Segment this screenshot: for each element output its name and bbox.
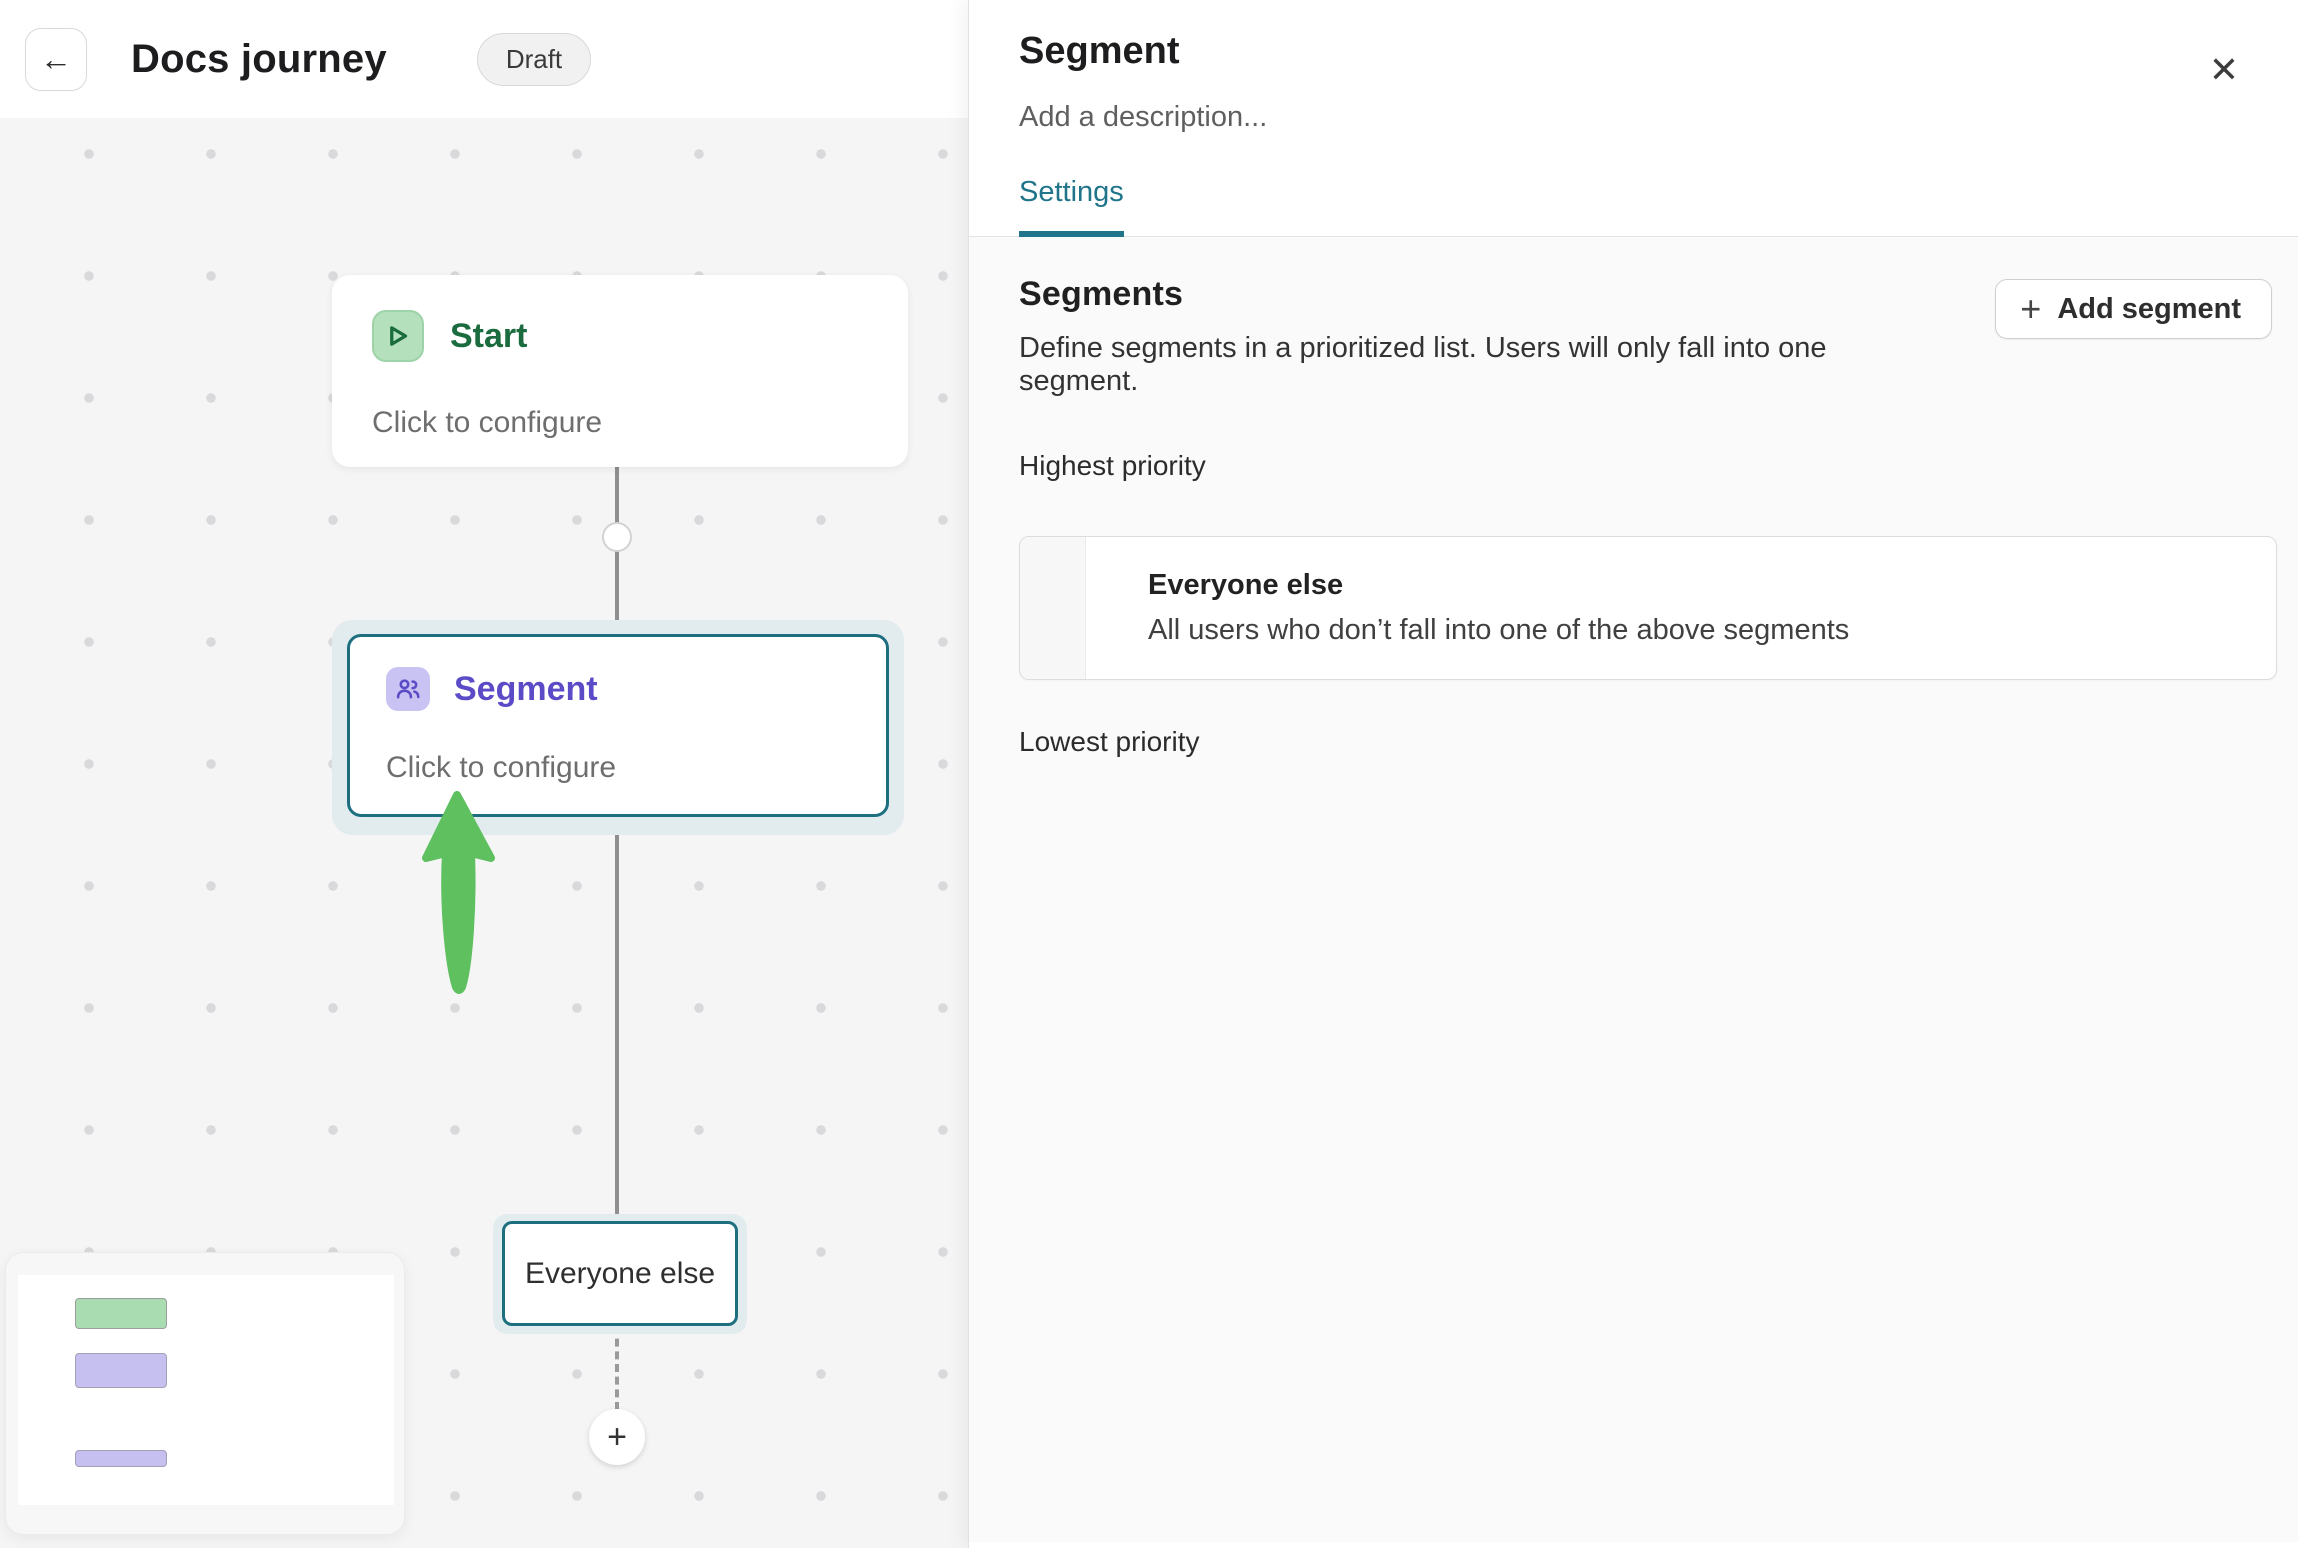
connector-dashed-exit bbox=[615, 1326, 619, 1410]
panel-title: Segment bbox=[1019, 30, 1180, 72]
everyone-else-node[interactable]: Everyone else bbox=[502, 1221, 738, 1326]
add-segment-button[interactable]: + Add segment bbox=[1995, 279, 2272, 339]
journey-header: ← Docs journey Draft bbox=[0, 0, 968, 118]
minimap-segment-node bbox=[75, 1353, 167, 1388]
description-placeholder[interactable]: Add a description... bbox=[1019, 101, 1268, 133]
close-button[interactable]: ✕ bbox=[2202, 48, 2246, 92]
back-arrow-icon: ← bbox=[40, 40, 72, 77]
play-icon bbox=[372, 310, 424, 362]
tab-settings[interactable]: Settings bbox=[1019, 176, 1124, 237]
plus-icon: + bbox=[2020, 288, 2042, 329]
segment-settings-panel: Segment Add a description... ✕ Settings … bbox=[968, 0, 2298, 1548]
add-segment-label: Add segment bbox=[2057, 292, 2241, 325]
minimap-viewport bbox=[18, 1275, 394, 1505]
plus-icon: + bbox=[607, 1417, 627, 1456]
minimap-everyone-node bbox=[75, 1450, 167, 1467]
start-node[interactable]: Start Click to configure bbox=[332, 275, 908, 467]
minimap-start-node bbox=[75, 1298, 167, 1329]
lowest-priority-label: Lowest priority bbox=[1019, 726, 1200, 757]
start-node-subtitle: Click to configure bbox=[372, 406, 603, 439]
minimap[interactable] bbox=[5, 1252, 405, 1535]
settings-tab-content: Segments Define segments in a prioritize… bbox=[969, 237, 2298, 1542]
segment-node-subtitle: Click to configure bbox=[386, 751, 617, 784]
journey-canvas: + Start Click to configure bbox=[0, 0, 968, 1548]
segments-section-title: Segments bbox=[1019, 275, 1184, 313]
people-icon bbox=[386, 667, 430, 711]
close-icon: ✕ bbox=[2208, 49, 2240, 90]
highest-priority-label: Highest priority bbox=[1019, 450, 1206, 481]
segment-item-name: Everyone else bbox=[1148, 569, 1344, 601]
panel-header: Segment Add a description... ✕ bbox=[969, 0, 2298, 134]
segment-node[interactable]: Segment Click to configure bbox=[347, 634, 889, 817]
back-button[interactable]: ← bbox=[25, 27, 87, 91]
status-badge: Draft bbox=[476, 32, 592, 86]
connector-segment-everyone bbox=[615, 817, 619, 1221]
drag-handle-gutter[interactable] bbox=[1020, 537, 1086, 679]
segment-item-description: All users who don’t fall into one of the… bbox=[1148, 614, 1850, 646]
segment-list-item[interactable]: Everyone else All users who don’t fall i… bbox=[1019, 536, 2277, 680]
add-step-button[interactable]: + bbox=[589, 1409, 645, 1465]
start-node-label: Start bbox=[450, 316, 528, 355]
connector-node-circle[interactable] bbox=[602, 522, 632, 552]
segment-node-label: Segment bbox=[454, 669, 598, 708]
segments-section-description: Define segments in a prioritized list. U… bbox=[1019, 332, 1827, 397]
panel-tabs: Settings bbox=[969, 176, 2298, 237]
everyone-else-label: Everyone else bbox=[524, 1256, 716, 1290]
journey-title: Docs journey bbox=[131, 36, 387, 81]
